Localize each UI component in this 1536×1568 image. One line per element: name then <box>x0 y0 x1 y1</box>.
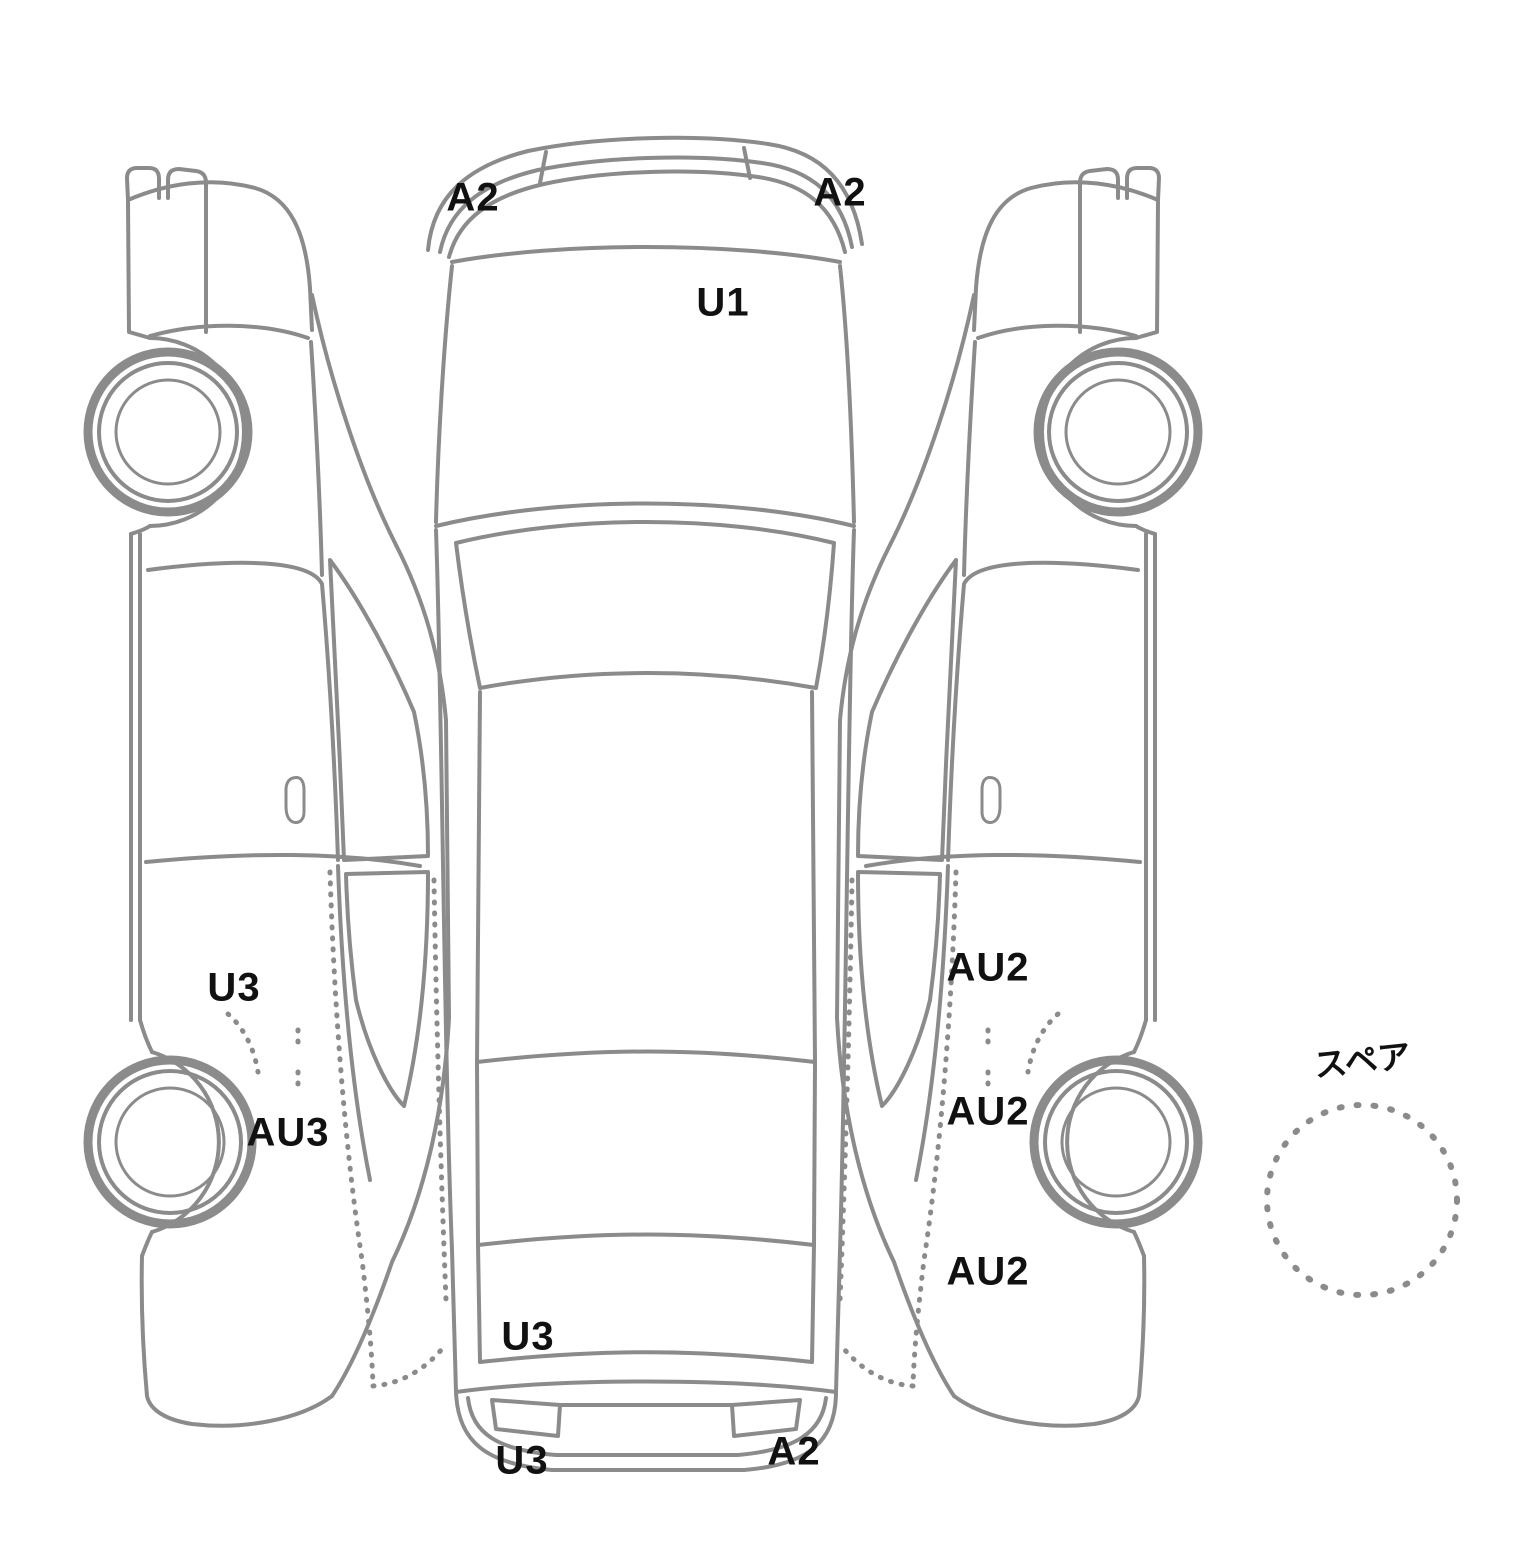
damage-code-right-rear-lower: AU2 <box>946 1249 1030 1294</box>
damage-code-top-rear-left: U3 <box>501 1314 555 1359</box>
damage-code-left-rear-wheel: AU3 <box>246 1110 330 1155</box>
damage-code-top-front-right: A2 <box>813 170 867 215</box>
spare-tire-label: スペア <box>1312 1037 1413 1084</box>
left-side-view <box>83 166 451 1428</box>
spare-tire-indicator <box>1264 1102 1460 1298</box>
damage-code-rear-bumper-left: U3 <box>495 1438 549 1483</box>
damage-code-top-front-left: A2 <box>446 175 500 220</box>
damage-code-left-quarter: U3 <box>207 965 261 1010</box>
damage-code-rear-bumper-right: A2 <box>767 1429 821 1474</box>
damage-code-right-rear-wheel: AU2 <box>946 1089 1030 1134</box>
damage-code-right-quarter-up: AU2 <box>946 945 1030 990</box>
top-view <box>426 135 864 1472</box>
damage-code-hood: U1 <box>696 280 750 325</box>
right-side-view <box>837 168 1198 1426</box>
